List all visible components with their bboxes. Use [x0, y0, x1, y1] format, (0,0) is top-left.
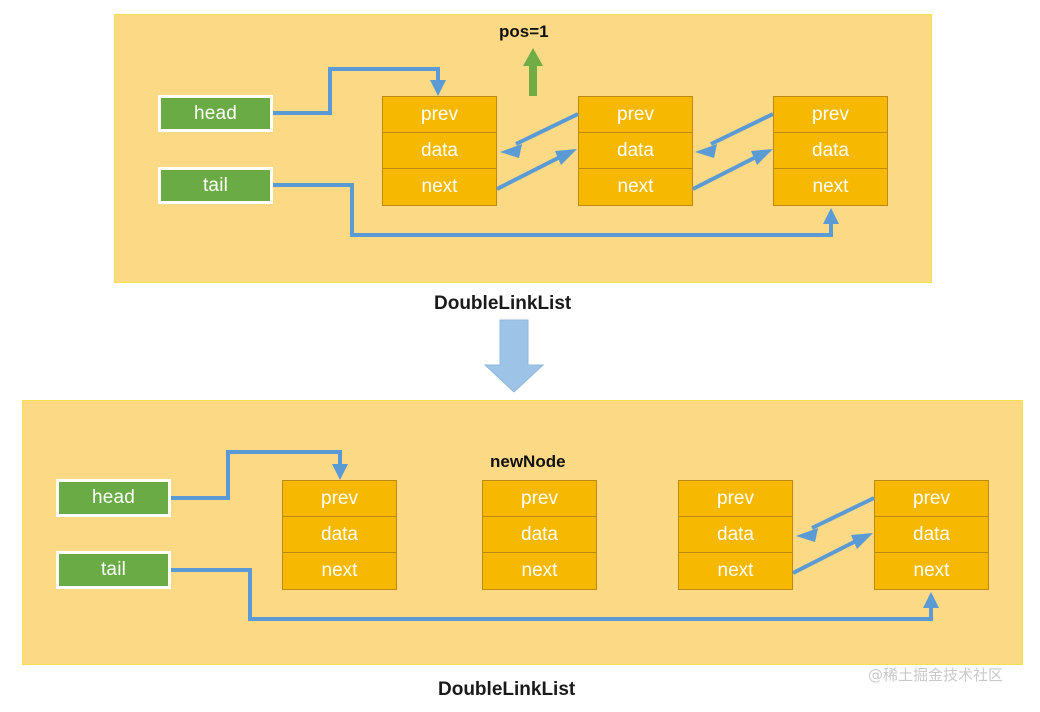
bottom-node-1-prev: prev	[283, 481, 396, 517]
bottom-head-pointer-box: head	[56, 479, 171, 517]
bottom-head-pointer-label: head	[91, 487, 136, 508]
bottom-node-1-next: next	[321, 560, 358, 581]
bottom-tail-pointer-label: tail	[100, 559, 127, 580]
top-node-1-prev: prev	[383, 97, 496, 133]
bottom-node-2-next: next	[521, 560, 558, 581]
top-node-2: prev data next	[578, 96, 693, 206]
top-head-pointer-box: head	[158, 95, 273, 132]
bottom-node-1-data: data	[283, 517, 396, 553]
transition-down-arrow-icon	[483, 319, 545, 393]
top-tail-pointer-box: tail	[158, 167, 273, 204]
top-node-3-prev: prev	[774, 97, 887, 133]
top-head-pointer-label: head	[193, 102, 238, 124]
bottom-node-2-newnode: prev data next	[482, 480, 597, 590]
pos-label: pos=1	[499, 22, 549, 41]
top-node-2-prev: prev	[579, 97, 692, 133]
bottom-node-4-prev: prev	[875, 481, 988, 517]
top-tail-pointer-label: tail	[202, 174, 229, 196]
bottom-node-4: prev data next	[874, 480, 989, 590]
top-node-3-next: next	[812, 176, 849, 197]
bottom-panel-caption-text: DoubleLinkList	[438, 679, 576, 700]
bottom-node-3-next: next	[717, 560, 754, 581]
bottom-node-3-data: data	[679, 517, 792, 553]
top-node-3-data: data	[774, 133, 887, 169]
newnode-label: newNode	[490, 452, 566, 471]
bottom-node-3: prev data next	[678, 480, 793, 590]
top-node-3: prev data next	[773, 96, 888, 206]
bottom-node-3-prev: prev	[679, 481, 792, 517]
bottom-node-4-data: data	[875, 517, 988, 553]
top-node-1-data: data	[383, 133, 496, 169]
top-node-1-next: next	[421, 176, 458, 197]
top-panel-caption: DoubleLinkList	[434, 293, 572, 314]
bottom-node-1: prev data next	[282, 480, 397, 590]
bottom-node-2-prev: prev	[483, 481, 596, 517]
top-node-1: prev data next	[382, 96, 497, 206]
top-node-2-next: next	[617, 176, 654, 197]
watermark-text: @稀土掘金技术社区	[868, 666, 1004, 684]
bottom-node-2-data: data	[483, 517, 596, 553]
top-node-2-data: data	[579, 133, 692, 169]
bottom-tail-pointer-box: tail	[56, 551, 171, 589]
bottom-node-4-next: next	[913, 560, 950, 581]
